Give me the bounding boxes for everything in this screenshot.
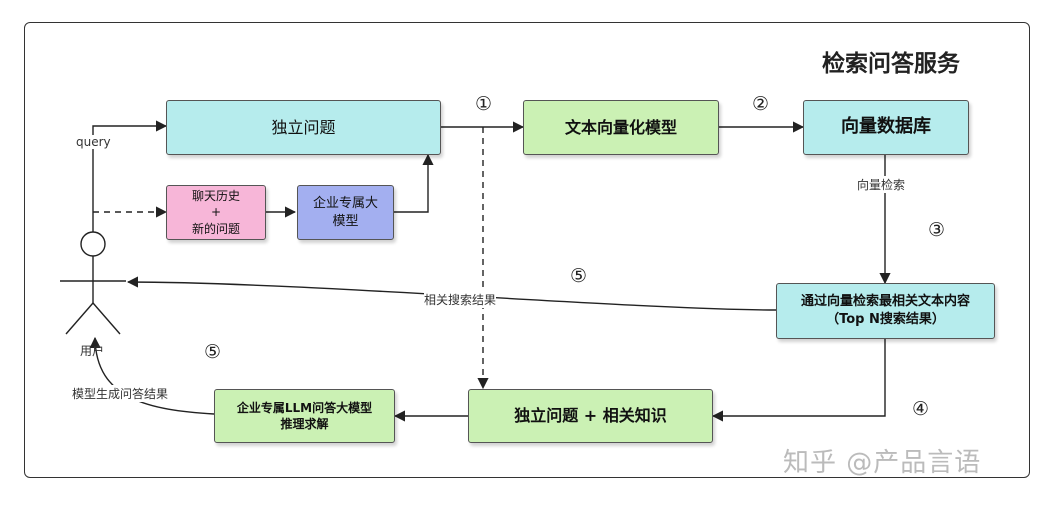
llm-inference-label: 企业专属LLM问答大模型 推理求解 xyxy=(236,400,373,431)
related-results-label: 相关搜索结果 xyxy=(424,291,497,308)
llm-to-user-arrow xyxy=(89,336,215,415)
step-4: ④ xyxy=(912,398,930,420)
diagram-title: 检索问答服务 xyxy=(822,51,960,77)
result-to-knowledge-arrow xyxy=(711,339,886,422)
user-leg-left xyxy=(65,302,94,335)
model-to-question-arrow xyxy=(394,153,434,213)
model-answer-label: 模型生成问答结果 xyxy=(72,385,169,402)
user-head xyxy=(80,231,106,257)
independent-question-box: 独立问题 xyxy=(166,100,441,155)
question-knowledge-label: 独立问题 + 相关知识 xyxy=(514,406,667,426)
vector-search-label: 向量检索 xyxy=(857,176,906,193)
step-2: ② xyxy=(752,93,770,115)
vector-db-box: 向量数据库 xyxy=(803,100,969,155)
chat-history-label: 聊天历史 + 新的问题 xyxy=(191,189,240,236)
step-5-lower: ⑤ xyxy=(204,341,222,363)
query-arrow xyxy=(92,120,168,232)
chat-history-box: 聊天历史 + 新的问题 xyxy=(166,185,266,240)
enterprise-model-box: 企业专属大 模型 xyxy=(297,185,394,240)
watermark: 知乎 @产品言语 xyxy=(783,448,982,478)
text-vector-model-box: 文本向量化模型 xyxy=(523,100,719,155)
retrieval-result-label: 通过向量检索最相关文本内容 （Top N搜索结果） xyxy=(800,294,970,327)
step-1: ① xyxy=(475,93,493,115)
retrieval-result-box: 通过向量检索最相关文本内容 （Top N搜索结果） xyxy=(776,283,995,339)
query-label: query xyxy=(76,135,111,149)
enterprise-model-label: 企业专属大 模型 xyxy=(312,195,378,229)
question-knowledge-box: 独立问题 + 相关知识 xyxy=(468,389,713,443)
text-vector-model-label: 文本向量化模型 xyxy=(564,117,677,137)
llm-inference-box: 企业专属LLM问答大模型 推理求解 xyxy=(214,389,395,443)
independent-question-label: 独立问题 xyxy=(271,117,336,137)
step-3: ③ xyxy=(928,219,946,241)
vector-db-label: 向量数据库 xyxy=(841,116,931,138)
step-5-upper: ⑤ xyxy=(570,265,588,287)
user-leg-right xyxy=(92,302,121,335)
user-label: 用户 xyxy=(80,344,105,358)
